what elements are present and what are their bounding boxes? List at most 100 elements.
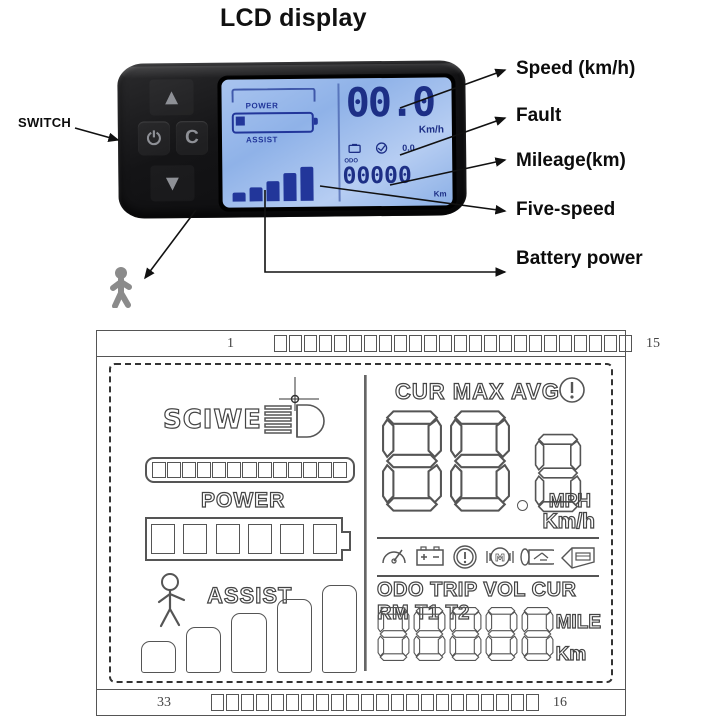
- odo-digit-0: [377, 607, 410, 661]
- status-icon-bar: M: [377, 537, 599, 577]
- speed-digit-group: [381, 407, 582, 515]
- down-button[interactable]: ▼: [150, 165, 194, 201]
- pin-cell: [424, 335, 437, 352]
- pin-cell: [421, 694, 434, 711]
- battery-segment: [215, 524, 240, 554]
- page-title: LCD display: [220, 4, 367, 32]
- top-bar-segment: [242, 462, 257, 478]
- top-segment-bar: [145, 457, 355, 483]
- schematic-assist-bars: [141, 583, 358, 673]
- callout-battery-power: Battery power: [516, 248, 643, 269]
- top-bar-segment: [212, 462, 227, 478]
- top-bar-segment: [332, 462, 348, 478]
- pin-cell: [274, 335, 287, 352]
- pin-cell: [526, 694, 539, 711]
- lcd-speed-value: 00.0: [345, 79, 435, 127]
- brand-logo: SCIWE: [162, 404, 262, 435]
- lcd-odo-unit: Km: [433, 189, 447, 199]
- schematic-battery-gauge: [145, 517, 351, 561]
- speed-decimal-point: [517, 500, 528, 511]
- pin-cells-bottom: [211, 694, 541, 711]
- pin-cell: [409, 335, 422, 352]
- speed-digit-1: [450, 410, 510, 512]
- speed-digit-0: [382, 410, 442, 512]
- pin-cell: [331, 694, 344, 711]
- pin-number-top-left: 1: [227, 335, 234, 351]
- headlight-icon: [264, 404, 325, 438]
- lcd-assist-label: ASSIST: [245, 135, 278, 145]
- pin-cell: [559, 335, 572, 352]
- schematic-assist-bar: [186, 627, 222, 673]
- top-bar-segment: [317, 462, 332, 478]
- pin-cell: [589, 335, 602, 352]
- lcd-screen: POWER ASSIST 00.0 Km/h: [221, 77, 453, 208]
- registration-crosshair-icon: [279, 377, 319, 411]
- button-cluster: ▲ ⏻ C ▼: [133, 73, 212, 209]
- lcd-battery-gauge: [231, 111, 314, 134]
- pin-cell: [466, 694, 479, 711]
- lcd-power-label: POWER: [245, 101, 279, 111]
- controller-icon: [520, 548, 555, 566]
- pin-cell: [289, 335, 302, 352]
- odo-digit-4: [521, 607, 554, 661]
- speed-digit-2: [534, 433, 582, 513]
- pin-cell: [301, 694, 314, 711]
- lcd-assist-bar: [232, 192, 246, 202]
- pin-cell: [496, 694, 509, 711]
- pin-cell: [226, 694, 239, 711]
- pin-cell: [469, 335, 482, 352]
- schematic-assist-bar: [231, 613, 267, 673]
- odo-digit-1: [413, 607, 446, 661]
- pin-cell: [319, 335, 332, 352]
- unit-kmh: Km/h: [542, 509, 596, 533]
- callout-speed: Speed (km/h): [516, 58, 636, 79]
- schematic-power-label: POWER: [200, 488, 286, 512]
- pin-cell: [499, 335, 512, 352]
- lcd-meter-device: ▲ ⏻ C ▼ POWER ASSIST 00.0 Km/h: [117, 60, 467, 219]
- battery-segment: [312, 524, 337, 554]
- pin-cell: [241, 694, 254, 711]
- pin-cells-top: [274, 335, 634, 352]
- battery-segment: [248, 524, 273, 554]
- top-bar-segment: [287, 462, 302, 478]
- up-button[interactable]: ▲: [149, 79, 193, 115]
- top-bar-segment: [227, 462, 242, 478]
- c-button[interactable]: C: [175, 120, 209, 156]
- pin-cell: [604, 335, 617, 352]
- pin-cell: [529, 335, 542, 352]
- battery-fault-icon: [348, 143, 361, 154]
- top-bar-segment: [302, 462, 317, 478]
- pin-cell: [349, 335, 362, 352]
- pin-cell: [619, 335, 632, 352]
- switch-label: SWITCH: [18, 115, 72, 130]
- pin-number-top-right: 15: [646, 335, 660, 351]
- lcd-glass-schematic: 1 15 33 16 SCIWE: [96, 330, 660, 716]
- pin-cell: [286, 694, 299, 711]
- schematic-assist-bar: [276, 599, 312, 673]
- pin-cell: [406, 694, 419, 711]
- schematic-active-area: SCIWE POWER: [109, 363, 613, 683]
- pin-number-bottom-right: 16: [553, 694, 567, 710]
- callout-mileage: Mileage(km): [516, 150, 626, 171]
- schematic-walking-person-icon: [157, 573, 186, 628]
- lcd-screen-bezel: POWER ASSIST 00.0 Km/h: [217, 73, 457, 212]
- pin-cell: [364, 335, 377, 352]
- pin-cell: [361, 694, 374, 711]
- top-bar-segment: [257, 462, 272, 478]
- power-button[interactable]: ⏻: [137, 121, 171, 156]
- lcd-fault-code: 0.0: [402, 142, 415, 153]
- pin-cell: [256, 694, 269, 711]
- schematic-divider: [363, 375, 367, 671]
- pin-cell: [316, 694, 329, 711]
- lcd-battery-fill: [235, 116, 245, 126]
- top-bar-segment: [152, 462, 167, 478]
- unit-mph: MPH: [548, 490, 591, 512]
- pin-cell: [394, 335, 407, 352]
- pin-cell: [211, 694, 224, 711]
- warning-exclamation-icon: [559, 377, 585, 403]
- pin-cell: [484, 335, 497, 352]
- unit-km: Km: [555, 643, 587, 665]
- pin-cell: [511, 694, 524, 711]
- pin-cell: [451, 694, 464, 711]
